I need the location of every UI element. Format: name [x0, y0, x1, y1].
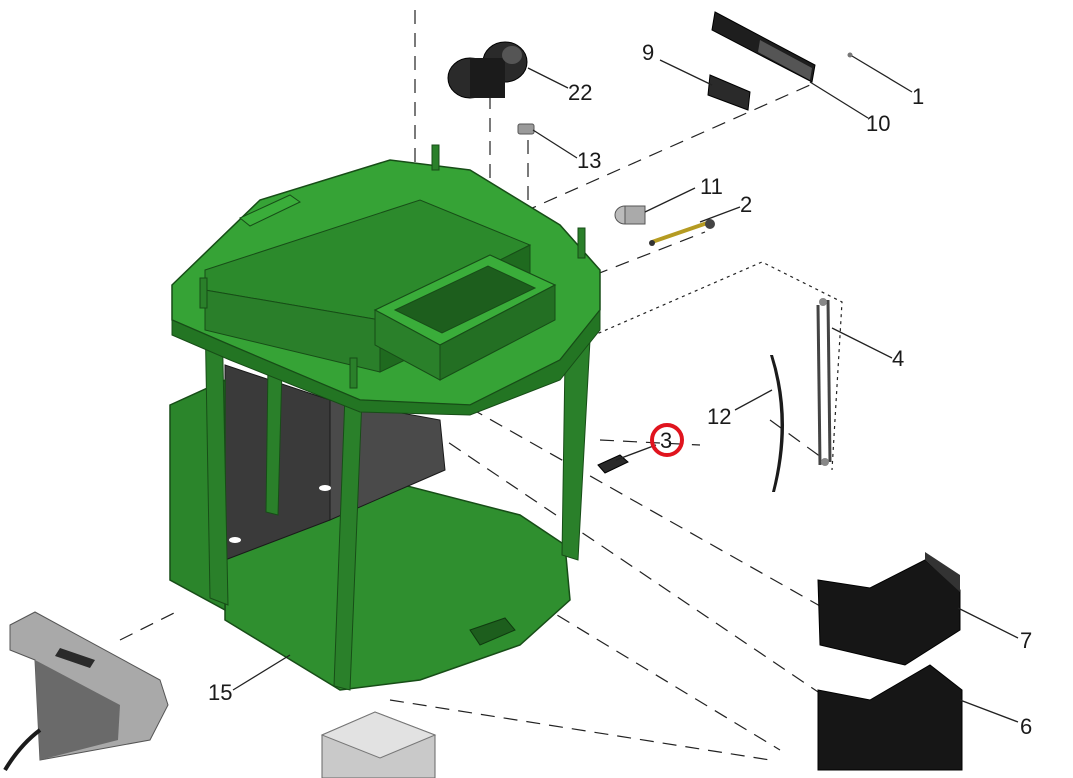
metal-box: [320, 711, 437, 778]
screw-part-1: [847, 52, 853, 58]
callout-labels: 1 2 3 4 6 7 9 10 11 12 13 15 22: [208, 40, 1032, 739]
callout-7: 7: [1020, 628, 1032, 653]
cab-frame-part-15: [169, 144, 601, 691]
actuator-part-11: [614, 205, 646, 225]
callout-10: 10: [866, 111, 890, 136]
switch-part-3: [597, 454, 629, 474]
filter-part-9: [707, 74, 751, 111]
callout-12: 12: [707, 404, 731, 429]
grey-housing: [3, 611, 169, 772]
panel-part-7: [817, 552, 961, 666]
callout-22: 22: [568, 80, 592, 105]
fitting-part-13: [517, 123, 535, 135]
rail-part-4: [816, 298, 832, 466]
callout-2: 2: [740, 192, 752, 217]
rod-part-2: [649, 219, 715, 246]
blower-part-22: [447, 41, 528, 99]
callout-15: 15: [208, 680, 232, 705]
panel-part-6: [817, 664, 963, 771]
callout-1: 1: [912, 84, 924, 109]
leader-lines: [232, 55, 1019, 723]
callout-13: 13: [577, 148, 601, 173]
callout-6: 6: [1020, 714, 1032, 739]
callout-3: 3: [660, 428, 672, 453]
seal-part-12: [770, 355, 785, 492]
callout-4: 4: [892, 346, 904, 371]
callout-11: 11: [700, 174, 723, 199]
callout-9: 9: [642, 40, 654, 65]
highlight-ring: [650, 423, 684, 457]
grille-part-10: [711, 11, 816, 83]
